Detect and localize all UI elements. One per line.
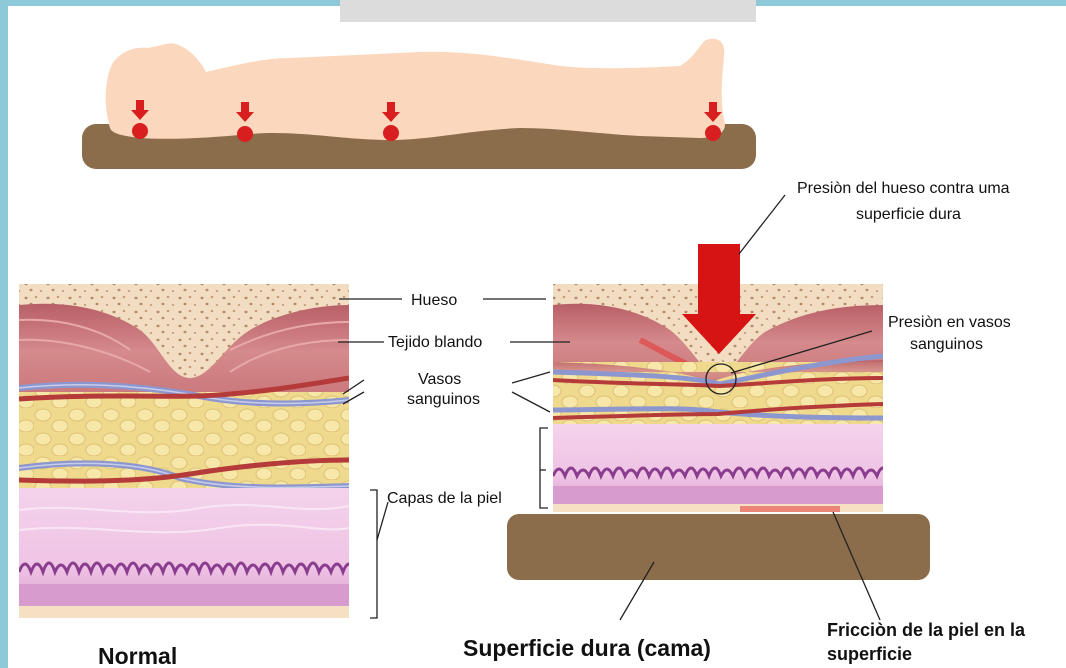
label-capas-piel: Capas de la piel (387, 490, 502, 507)
caption-friccion-1: Fricciòn de la piel en la (827, 620, 1026, 640)
caption-normal: Normal (98, 643, 177, 668)
label-vasos-1: Vasos (418, 371, 461, 388)
hard-surface-bed (507, 514, 930, 580)
normal-cross-section (19, 284, 355, 618)
label-presion-hueso-1: Presiòn del hueso contra uma (797, 180, 1010, 197)
caption-friccion-2: superficie (827, 644, 912, 664)
label-vasos-2: sanguinos (407, 391, 480, 408)
label-presion-vasos-2: sanguinos (910, 336, 983, 353)
label-hueso: Hueso (411, 292, 457, 309)
label-tejido-blando: Tejido blando (388, 334, 482, 351)
label-presion-hueso-2: superficie dura (856, 206, 961, 223)
label-presion-vasos-1: Presiòn en vasos (888, 314, 1011, 331)
caption-superficie: Superficie dura (cama) (463, 635, 711, 661)
